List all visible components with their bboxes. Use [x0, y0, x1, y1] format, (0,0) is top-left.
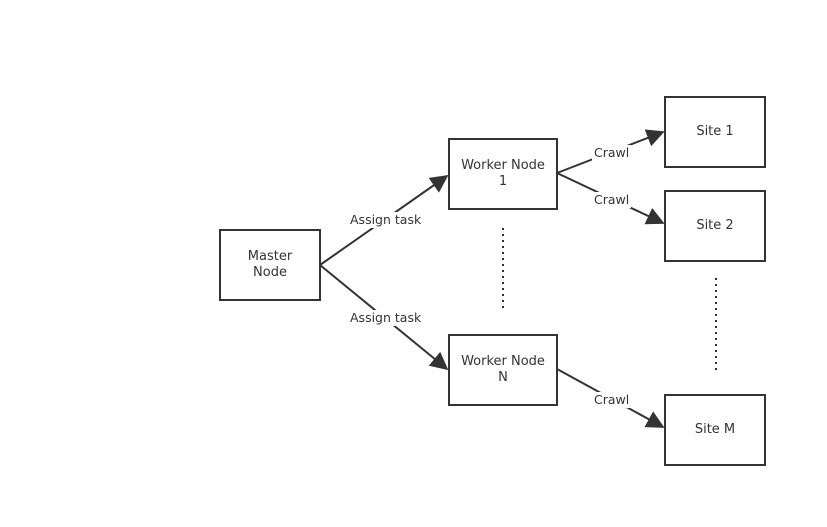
- edge-label-crawl-1: Crawl: [592, 145, 632, 161]
- edge-label-crawl-2: Crawl: [592, 192, 632, 208]
- site-m-label: Site M: [694, 422, 736, 437]
- master-node-line2: Node: [253, 265, 287, 280]
- master-node: Master Node: [219, 229, 321, 301]
- site-1-node: Site 1: [664, 96, 766, 168]
- site-1-label: Site 1: [696, 124, 734, 139]
- edge-label-assign-top: Assign task: [348, 212, 424, 228]
- worker-node-1: Worker Node 1: [448, 138, 558, 210]
- site-2-label: Site 2: [696, 218, 734, 233]
- master-node-line1: Master: [247, 249, 293, 264]
- edge-label-assign-bottom: Assign task: [348, 310, 424, 326]
- worker-node-n-line1: Worker Node: [461, 354, 545, 369]
- worker-node-n-line2: N: [498, 370, 508, 385]
- edge-label-crawl-M: Crawl: [592, 392, 632, 408]
- worker-node-1-line2: 1: [498, 174, 508, 189]
- worker-node-1-line1: Worker Node: [461, 158, 545, 173]
- site-2-node: Site 2: [664, 190, 766, 262]
- site-m-node: Site M: [664, 394, 766, 466]
- worker-node-n: Worker Node N: [448, 334, 558, 406]
